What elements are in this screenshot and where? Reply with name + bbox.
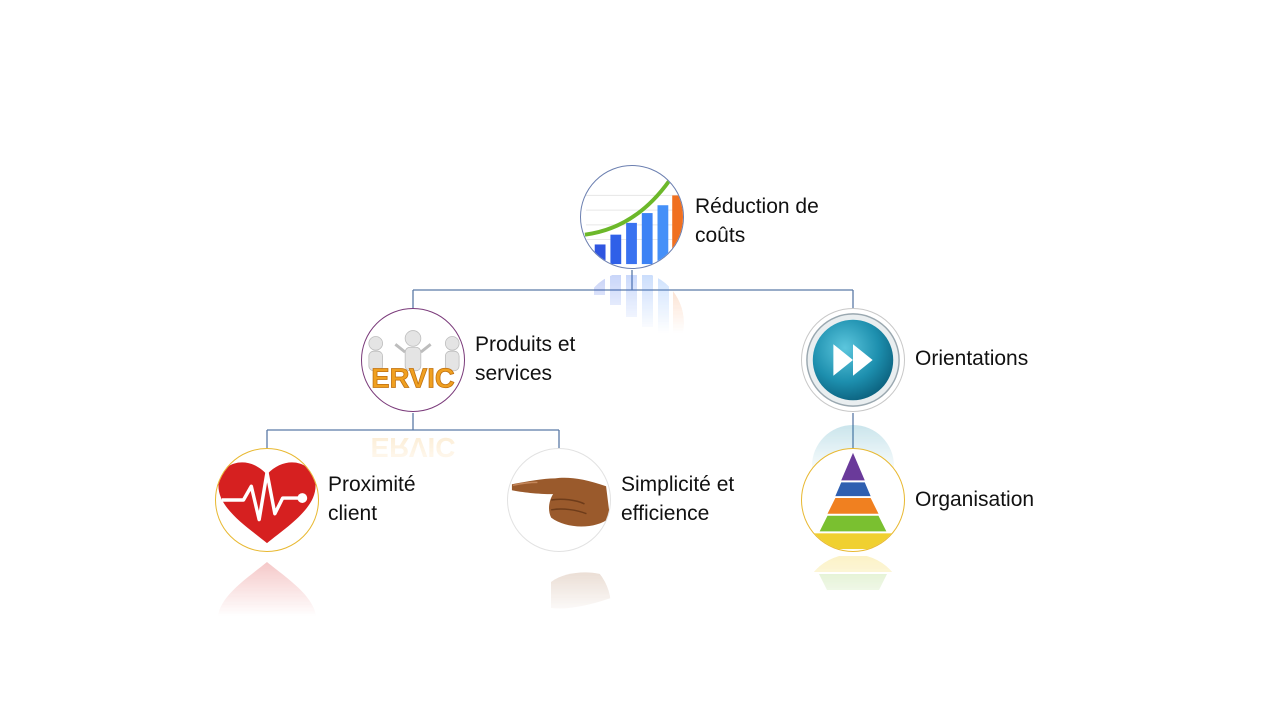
node-label: Orientations bbox=[915, 347, 1029, 370]
pyramid-icon bbox=[801, 448, 905, 552]
heartbeat-icon bbox=[215, 448, 319, 552]
fast-forward-icon bbox=[801, 308, 905, 412]
svg-text:ERVIC: ERVIC bbox=[370, 432, 455, 463]
node-label: Organisation bbox=[915, 488, 1035, 511]
pointing-hand-icon bbox=[507, 448, 611, 552]
node-label: Réduction de coûts bbox=[695, 195, 819, 247]
svg-text:ERVIC: ERVIC bbox=[371, 362, 455, 393]
growth-chart-icon bbox=[580, 165, 684, 269]
node-label: Simplicité et efficience bbox=[621, 473, 735, 525]
node-label: Proximité client bbox=[328, 473, 416, 525]
service-people-icon: ERVIC bbox=[361, 308, 465, 412]
node-label: Produits et services bbox=[475, 333, 576, 385]
